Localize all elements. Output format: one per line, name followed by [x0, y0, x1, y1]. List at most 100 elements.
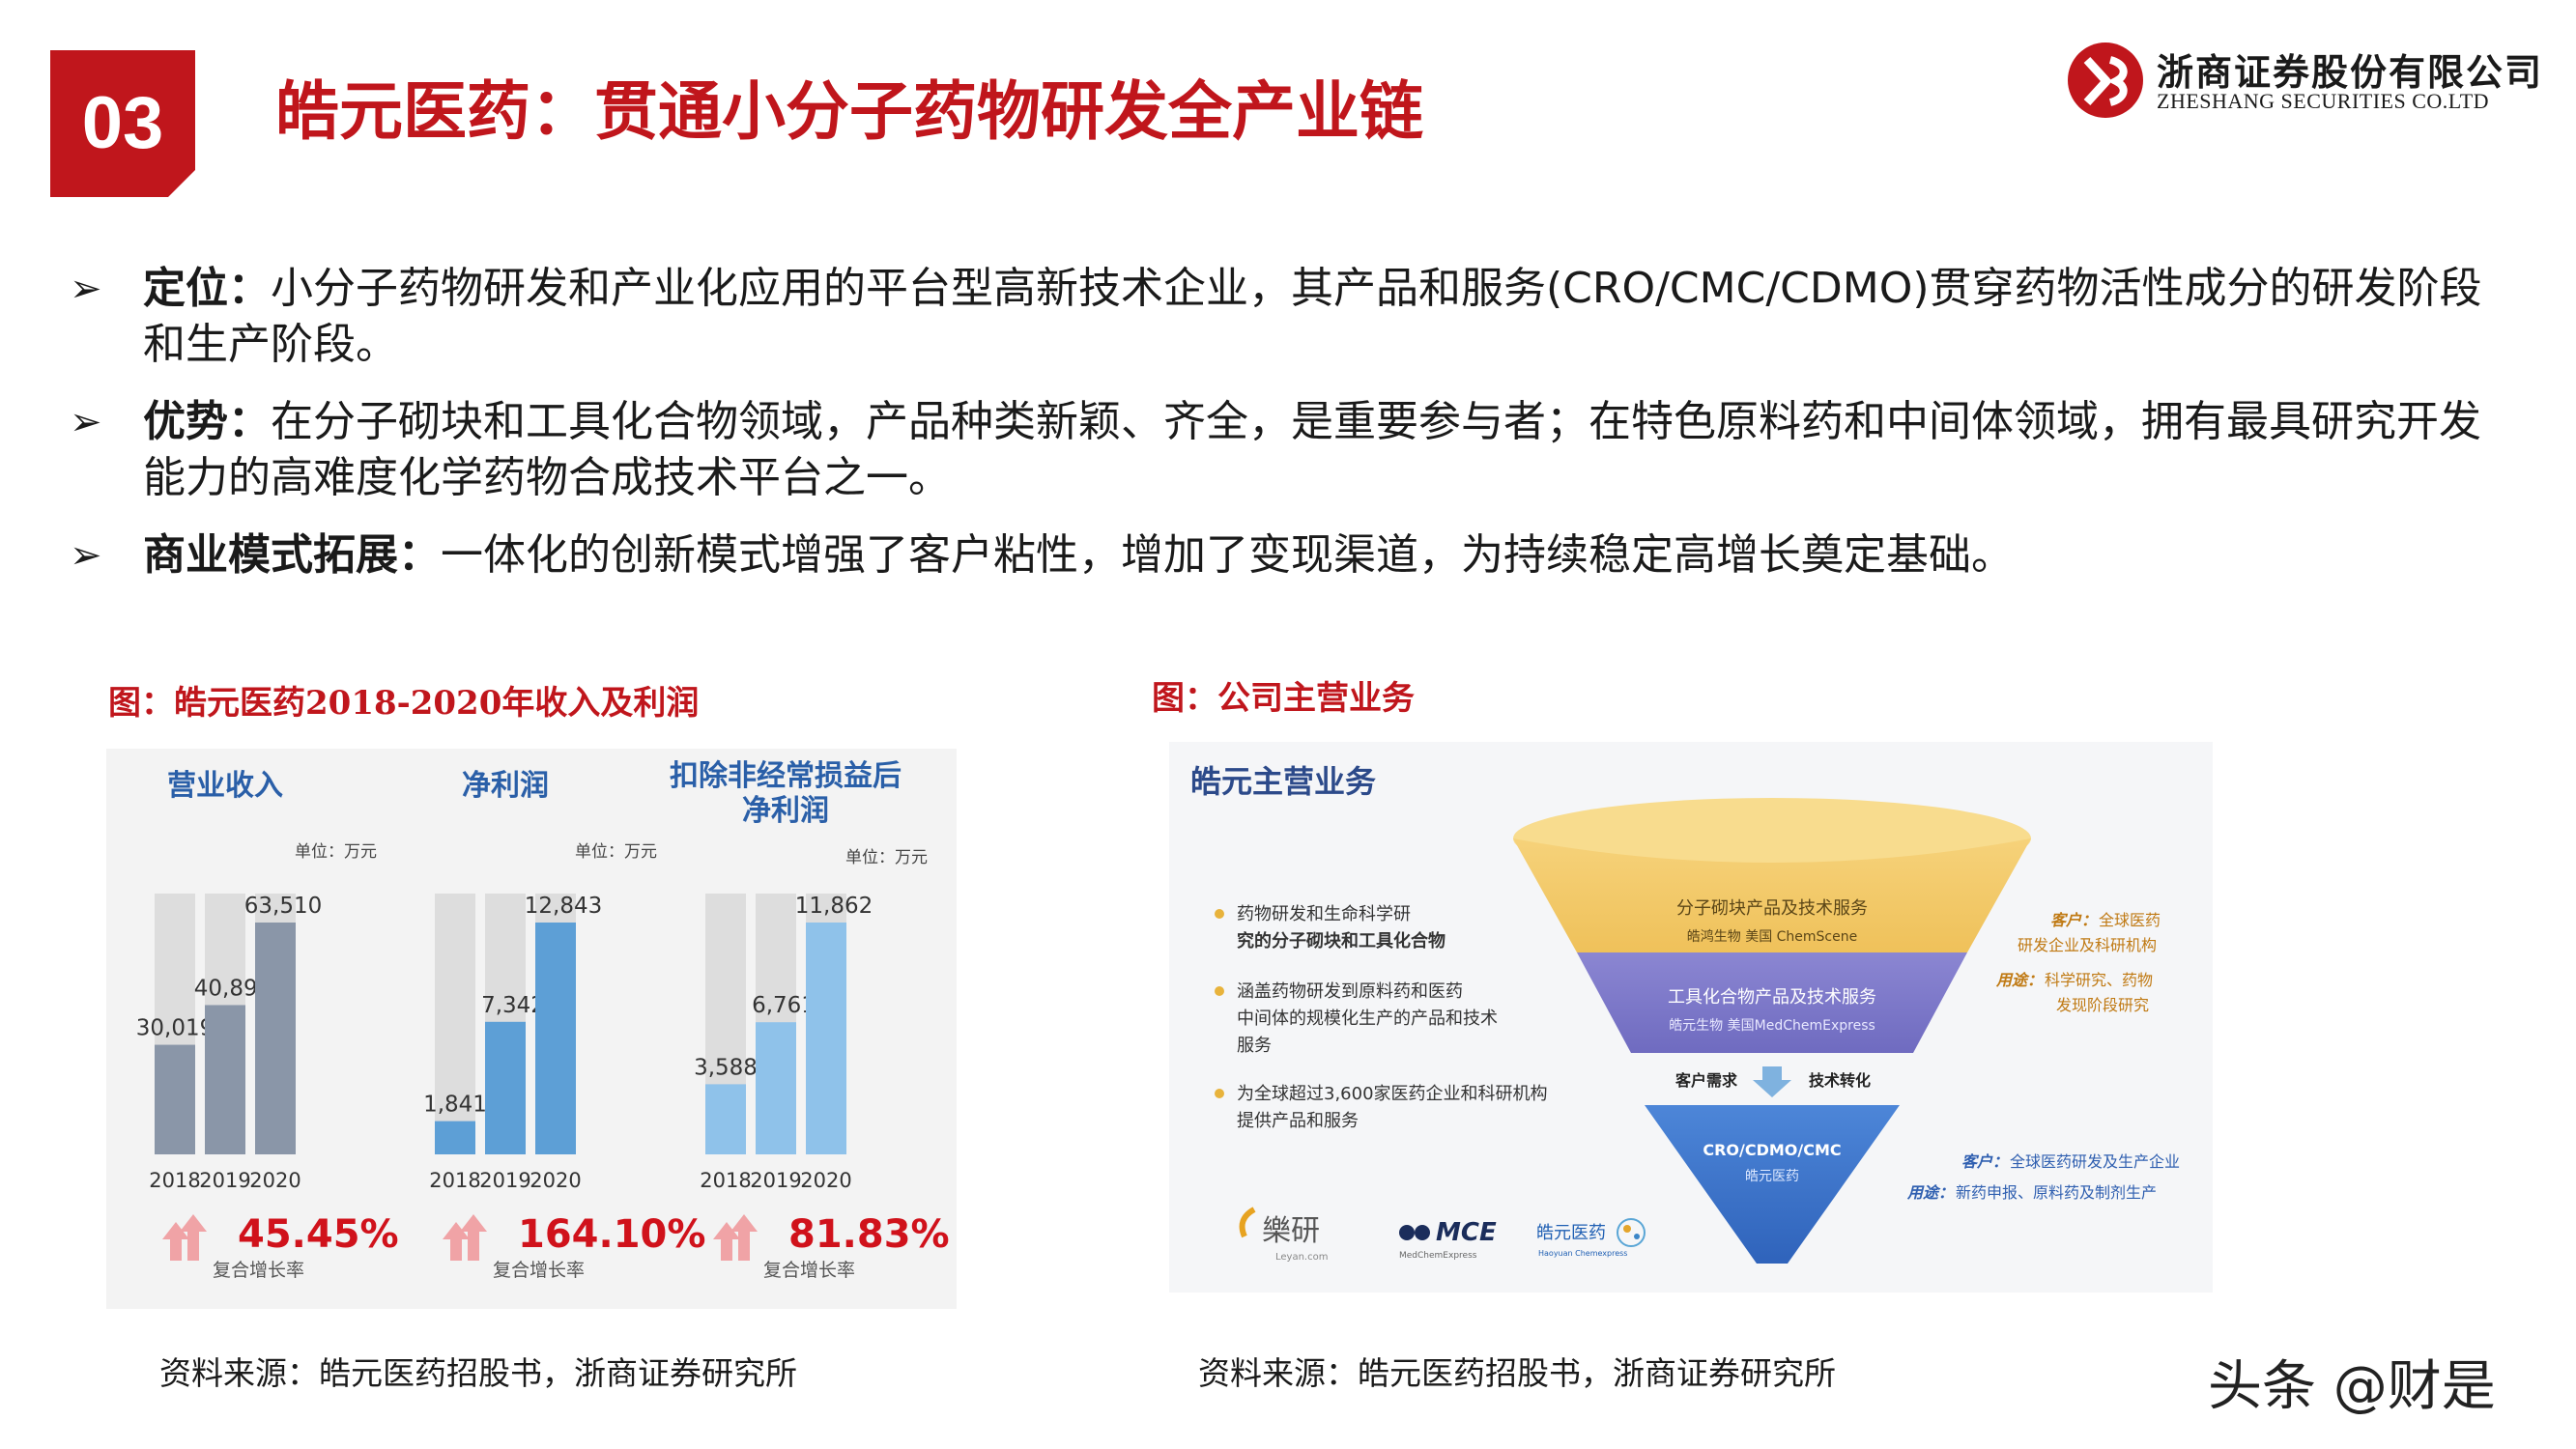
funnel-mid-title: 工具化合物产品及技术服务	[1668, 987, 1876, 1008]
year-tick-label: 2018	[149, 1169, 200, 1192]
bar	[155, 1044, 195, 1154]
bullet-text: 一体化的创新模式增强了客户粘性，增加了变现渠道，为持续稳定高增长奠定基础。	[441, 530, 2014, 580]
note-3-line2: 提供产品和服务	[1237, 1111, 1359, 1131]
year-tick-label: 2020	[249, 1169, 301, 1192]
bar-value-label: 63,510	[244, 894, 322, 919]
note-3-line1: 为全球超过3,600家医药企业和科研机构	[1237, 1084, 1548, 1104]
bar	[705, 1084, 746, 1154]
brand-mce-sub: MedChemExpress	[1399, 1251, 1477, 1261]
note-dot-icon	[1215, 1089, 1224, 1098]
top-customer-2: 研发企业及科研机构	[2018, 936, 2157, 954]
page-title: 皓元医药：贯通小分子药物研发全产业链	[275, 74, 1423, 149]
growth-arrow-icon	[460, 1214, 487, 1261]
bar	[205, 1005, 245, 1154]
bar-background	[435, 894, 475, 1154]
funnel-bottom-title: CRO/CDMO/CMC	[1703, 1141, 1841, 1159]
chart-title: 净利润	[742, 794, 829, 828]
figure-right-caption: 图：公司主营业务	[1152, 679, 1415, 718]
year-tick-label: 2018	[429, 1169, 480, 1192]
unit-label: 单位：万元	[845, 848, 928, 867]
note-dot-icon	[1215, 986, 1224, 996]
year-tick-label: 2019	[750, 1169, 801, 1192]
bar-value-label: 7,342	[481, 993, 545, 1018]
bullet-list: ➢ 定位：小分子药物研发和产业化应用的平台型高新技术企业，其产品和服务(CRO/…	[70, 261, 2514, 605]
bar-value-label: 1,841	[423, 1093, 487, 1118]
bar	[255, 923, 296, 1154]
top-customer: 全球医药	[2099, 911, 2161, 929]
arrow-bullet-icon: ➢	[70, 533, 102, 578]
main-business-panel: 皓元主营业务 药物研发和生命科学研 究的分子砌块和工具化合物 涵盖药物研发到原料…	[1169, 742, 2213, 1293]
bullet-text: 在分子砌块和工具化合物领域，产品种类新颖、齐全，是重要参与者；在特色原料药和中间…	[143, 397, 2481, 502]
mce-logo-icon	[1399, 1225, 1415, 1240]
arrow-bullet-icon: ➢	[70, 400, 102, 444]
chart-title: 营业收入	[167, 769, 283, 803]
bar-value-label: 12,843	[525, 894, 602, 919]
bar	[485, 1021, 526, 1154]
bullet-positioning: ➢ 定位：小分子药物研发和产业化应用的平台型高新技术企业，其产品和服务(CRO/…	[70, 261, 2514, 373]
bottom-customer: 全球医药研发及生产企业	[2010, 1152, 2180, 1171]
bar	[806, 923, 846, 1154]
haoyuan-logo-icon	[1617, 1218, 1646, 1247]
left-notes: 药物研发和生命科学研 究的分子砌块和工具化合物 涵盖药物研发到原料药和医药 中间…	[1215, 904, 1548, 1131]
bar-value-label: 3,588	[694, 1055, 758, 1080]
year-tick-label: 2020	[530, 1169, 581, 1192]
brand-leyan: 樂研	[1262, 1214, 1320, 1248]
bottom-customer-label: 客户：	[1961, 1152, 2008, 1171]
growth-arrow-icon	[730, 1214, 758, 1261]
down-arrow-icon	[1753, 1066, 1791, 1097]
growth-value: 81.83%	[788, 1212, 950, 1257]
unit-label: 单位：万元	[295, 842, 377, 862]
note-1-line2: 究的分子砌块和工具化合物	[1237, 930, 1445, 952]
growth-value: 164.10%	[518, 1212, 705, 1257]
growth-arrow-icon	[180, 1214, 207, 1261]
top-use: 科学研究、药物	[2045, 971, 2153, 989]
note-2-line1: 涵盖药物研发到原料药和医药	[1237, 981, 1463, 1002]
bottom-use: 新药申报、原料药及制剂生产	[1956, 1183, 2157, 1202]
funnel-link-right: 技术转化	[1809, 1071, 1871, 1090]
business-funnel: 分子砌块产品及技术服务 皓鸿生物 美国 ChemScene 工具化合物产品及技术…	[1513, 798, 2031, 1264]
funnel-top-layer	[1513, 838, 2031, 952]
growth-value: 45.45%	[238, 1212, 399, 1257]
company-logo: 浙商证券股份有限公司 ZHESHANG SECURITIES CO.LTD	[2068, 43, 2551, 120]
note-2-line3: 服务	[1237, 1036, 1272, 1056]
funnel-mid-sub: 皓元生物 美国MedChemExpress	[1669, 1018, 1875, 1034]
note-dot-icon	[1215, 909, 1224, 919]
unit-label: 单位：万元	[575, 842, 657, 862]
section-badge: 03	[50, 50, 195, 197]
year-tick-label: 2019	[479, 1169, 530, 1192]
brand-leyan-sub: Leyan.com	[1275, 1252, 1328, 1263]
bar	[435, 1121, 475, 1154]
funnel-top-title: 分子砌块产品及技术服务	[1676, 898, 1868, 919]
funnel-middle-layer	[1577, 952, 1967, 1053]
brand-logos: 樂研 Leyan.com MCE MedChemExpress 皓元医药 Hao…	[1239, 1207, 1646, 1263]
chart-title: 净利润	[462, 769, 549, 803]
figure-left-source: 资料来源：皓元医药招股书，浙商证券研究所	[159, 1354, 797, 1392]
bullet-advantage: ➢ 优势：在分子砌块和工具化合物领域，产品种类新颖、齐全，是重要参与者；在特色原…	[70, 394, 2514, 506]
leyan-logo-icon	[1239, 1207, 1256, 1238]
chart-title: 扣除非经常损益后	[670, 759, 902, 793]
logo-name-en: ZHESHANG SECURITIES CO.LTD	[2157, 89, 2490, 113]
year-tick-label: 2020	[800, 1169, 851, 1192]
funnel-bottom-layer	[1645, 1105, 1900, 1264]
business-title: 皓元主营业务	[1190, 763, 1376, 800]
bar-value-label: 30,019	[136, 1016, 214, 1041]
bottom-use-label: 用途：	[1906, 1183, 1954, 1202]
bullet-key: 商业模式拓展：	[143, 530, 441, 580]
top-customer-label: 客户：	[2050, 911, 2097, 929]
section-number: 03	[81, 82, 164, 164]
growth-label: 复合增长率	[763, 1260, 855, 1281]
right-notes: 客户： 全球医药 研发企业及科研机构 用途： 科学研究、药物 发现阶段研究 客户…	[1906, 911, 2180, 1202]
top-use-label: 用途：	[1995, 971, 2043, 989]
brand-mce: MCE	[1436, 1218, 1497, 1247]
logo-name-cn: 浙商证券股份有限公司	[2157, 51, 2544, 94]
brand-haoyuan-sub: Haoyuan Chemexpress	[1538, 1249, 1627, 1258]
growth-label: 复合增长率	[213, 1260, 304, 1281]
revenue-profit-chart: 营业收入单位：万元30,019201840,896201963,51020204…	[136, 759, 950, 1281]
arrow-bullet-icon: ➢	[70, 267, 102, 311]
year-tick-label: 2018	[700, 1169, 751, 1192]
bar-value-label: 6,761	[752, 993, 816, 1018]
bullet-key: 优势：	[143, 397, 271, 446]
logo-mark-icon	[2068, 43, 2143, 118]
funnel-top-sub: 皓鸿生物 美国 ChemScene	[1687, 928, 1857, 945]
